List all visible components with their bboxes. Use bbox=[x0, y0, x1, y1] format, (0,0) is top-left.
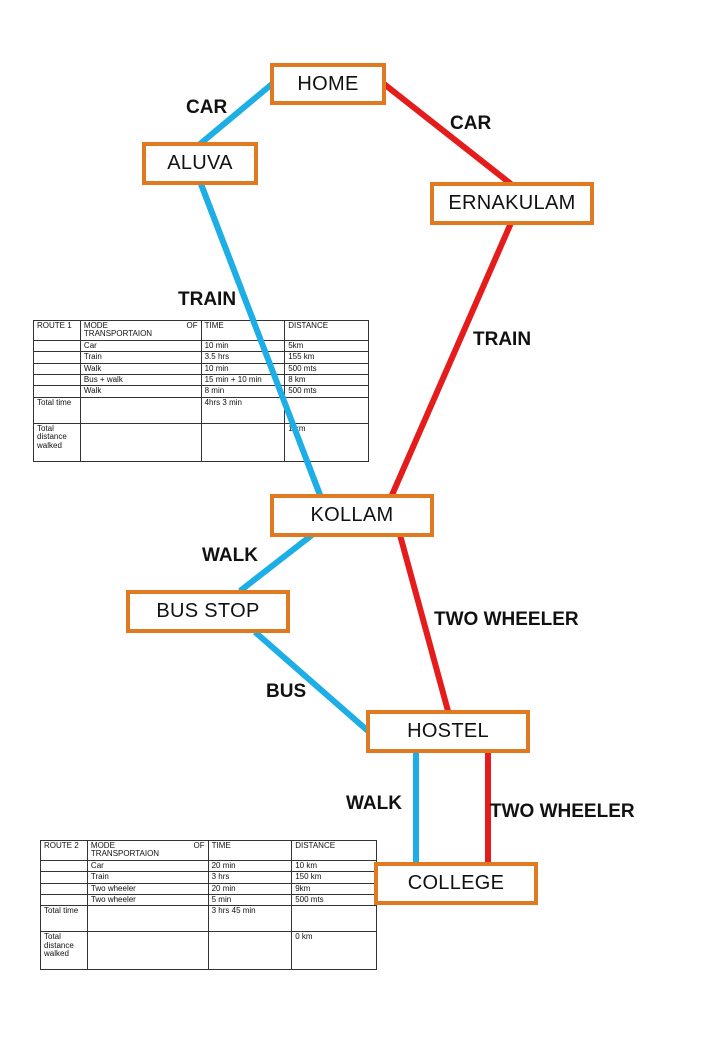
distance-header: DISTANCE bbox=[284, 320, 369, 341]
table-row: Total time 3 hrs 45 min bbox=[40, 905, 377, 933]
total-time-label: Total time bbox=[40, 905, 88, 933]
label-ernakulam-kollam: TRAIN bbox=[473, 329, 532, 350]
edge-home-ernakulam bbox=[382, 81, 513, 187]
route-label: ROUTE 2 bbox=[40, 840, 88, 861]
total-distance: 0 km bbox=[291, 931, 377, 971]
label-busstop-hostel: BUS bbox=[266, 681, 307, 702]
label-home-ernakulam: CAR bbox=[450, 113, 492, 134]
edge-kollam-hostel bbox=[397, 534, 451, 712]
total-distance-label: Total distance walked bbox=[33, 422, 81, 462]
table-row: Total distance walked 0 km bbox=[40, 931, 377, 971]
edge-home-aluva bbox=[198, 81, 274, 147]
table-row: Total time 4hrs 3 min bbox=[33, 396, 369, 424]
label-hostel-college-walk: WALK bbox=[346, 793, 402, 814]
node-college: COLLEGE bbox=[374, 862, 538, 905]
label-kollam-hostel: TWO WHEELER bbox=[434, 609, 579, 630]
edge-kollam-busstop bbox=[238, 532, 314, 594]
route-label: ROUTE 1 bbox=[33, 320, 81, 341]
node-kollam: KOLLAM bbox=[270, 494, 434, 537]
edge-busstop-hostel bbox=[253, 629, 370, 734]
node-hostel: HOSTEL bbox=[366, 710, 530, 753]
table-row: Total distance walked 1 km bbox=[33, 422, 369, 462]
label-hostel-college-two-wheeler: TWO WHEELER bbox=[490, 801, 635, 822]
total-distance-label: Total distance walked bbox=[40, 931, 88, 971]
time-header: TIME bbox=[207, 840, 293, 861]
label-home-aluva: CAR bbox=[186, 97, 228, 118]
total-time: 3 hrs 45 min bbox=[207, 905, 293, 933]
total-time: 4hrs 3 min bbox=[200, 396, 286, 424]
node-bus-stop: BUS STOP bbox=[126, 590, 290, 633]
node-home: HOME bbox=[270, 63, 386, 105]
node-ernakulam: ERNAKULAM bbox=[430, 182, 594, 225]
edge-ernakulam-kollam bbox=[389, 221, 514, 497]
total-time-label: Total time bbox=[33, 396, 81, 424]
label-aluva-kollam: TRAIN bbox=[178, 289, 237, 310]
node-aluva: ALUVA bbox=[142, 142, 258, 185]
total-distance: 1 km bbox=[284, 422, 369, 462]
distance-header: DISTANCE bbox=[291, 840, 377, 861]
time-header: TIME bbox=[200, 320, 286, 341]
label-kollam-busstop: WALK bbox=[202, 545, 258, 566]
